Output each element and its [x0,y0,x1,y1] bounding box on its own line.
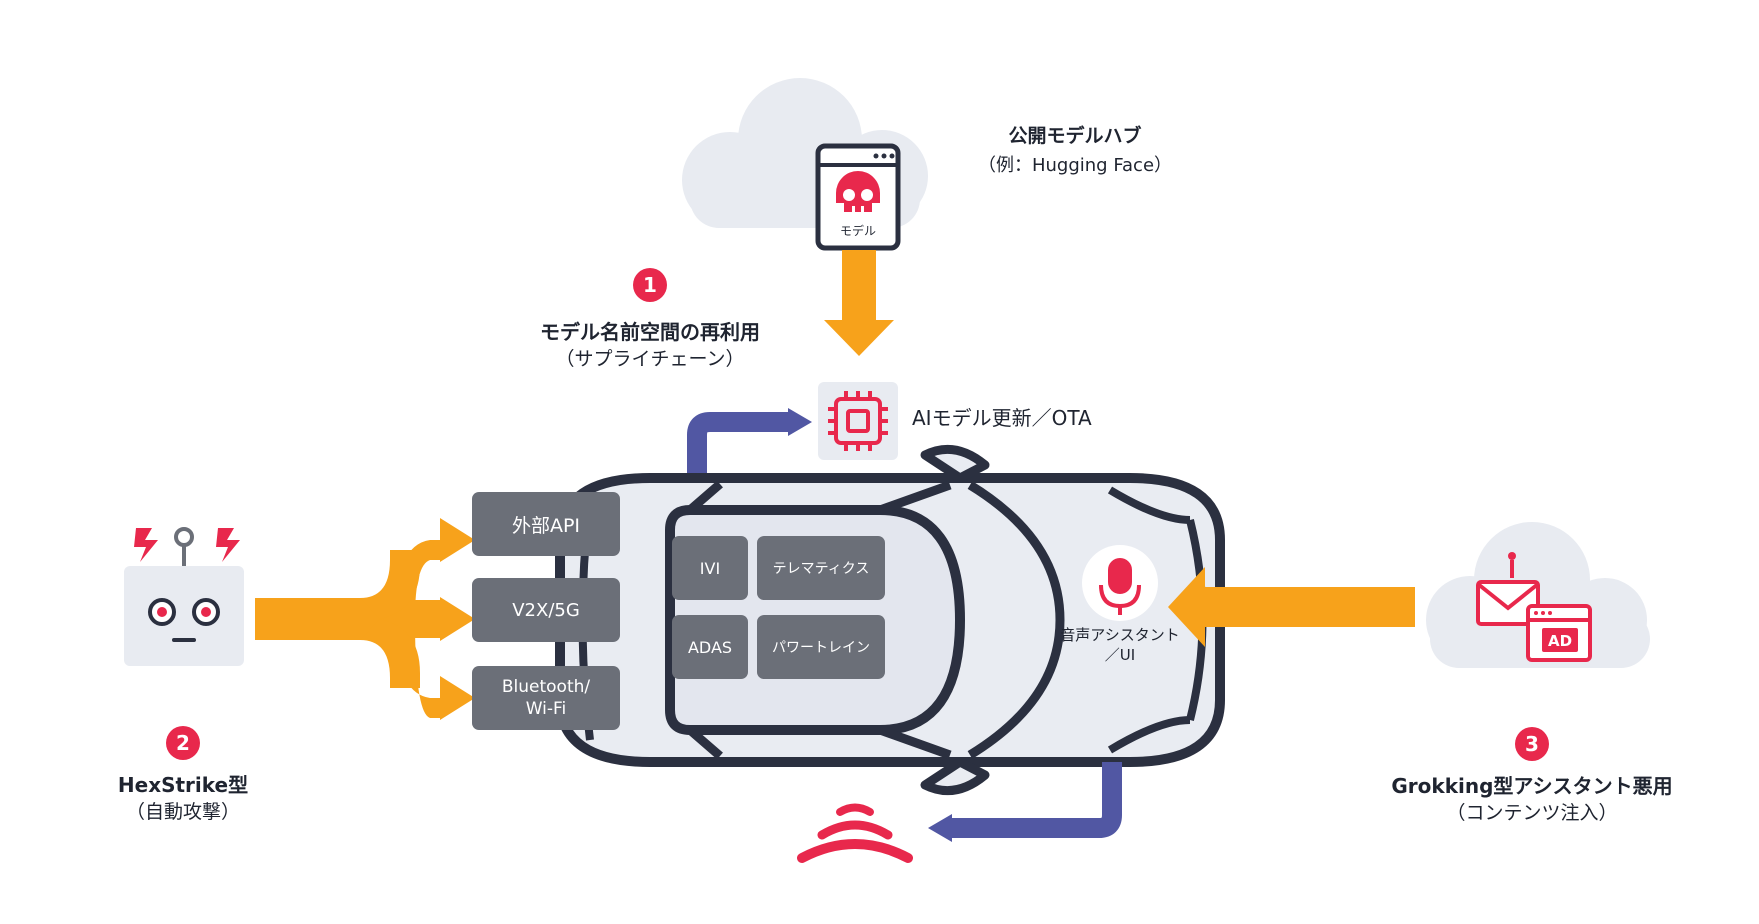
module-ivi: IVI [672,536,748,600]
interface-external-api: 外部API [472,492,620,556]
module-telematics: テレマティクス [757,536,885,600]
skull-icon [836,171,880,213]
svg-text:AD: AD [1548,632,1572,650]
robot-icon [124,527,244,666]
content-injection-arrow [1168,567,1415,647]
threat-1-subtitle: （サプライチェーン） [555,348,745,370]
model-label: モデル [839,224,876,238]
threat-1-title: モデル名前空間の再利用 [540,320,760,344]
hub-title: 公開モデルハブ [1008,125,1142,147]
chip-icon [828,391,888,451]
wireless-signal-icon [797,803,913,863]
attack-branch-arrow [255,518,475,720]
threat-badge-1: 1 [633,268,667,302]
ad-icon: AD [1526,604,1592,662]
threat-badge-3: 3 [1515,727,1549,761]
microphone-icon [1099,558,1141,615]
interface-bluetooth-wifi: Bluetooth/ Wi-Fi [472,666,620,730]
module-adas: ADAS [672,615,748,679]
signal-output-arrow [928,762,1122,842]
interface-v2x-5g: V2X/5G [472,578,620,642]
threat-2-subtitle: （自動攻撃） [125,801,240,823]
hub-download-arrow [824,250,894,356]
lightning-icon [134,528,158,562]
threat-badge-2: 2 [166,726,200,760]
module-powertrain: パワートレイン [757,615,885,679]
hub-subtitle: （例：Hugging Face） [977,155,1173,176]
assistant-label-line2: ／UI [1104,646,1136,664]
ota-label: AIモデル更新／OTA [912,406,1092,430]
ota-upload-arrow [687,408,812,478]
assistant-label-line1: 音声アシスタント [1060,626,1180,644]
threat-2-title: HexStrike型 [117,773,249,797]
threat-3-title: Grokking型アシスタント悪用 [1391,774,1673,798]
threat-3-subtitle: （コンテンツ注入） [1446,802,1618,824]
lightning-icon [216,528,240,562]
envelope-icon [1476,552,1540,626]
